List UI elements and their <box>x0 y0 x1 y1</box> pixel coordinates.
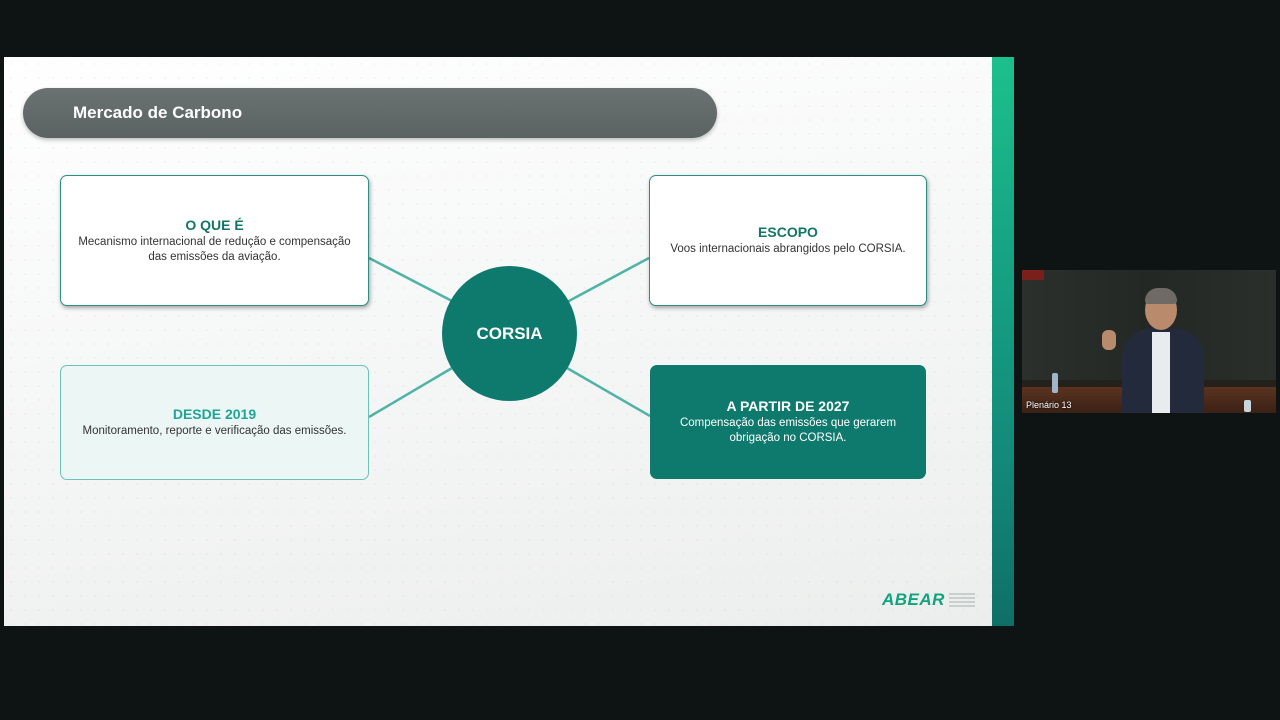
box-escopo-heading: ESCOPO <box>758 224 818 240</box>
connector-partir <box>566 366 651 418</box>
box-o-que-e-heading: O QUE É <box>185 216 244 233</box>
corsia-hub-circle: CORSIA <box>442 266 577 401</box>
presentation-slide: Mercado de Carbono O QUE É Mecanismo int… <box>4 57 1014 626</box>
box-o-que-e-text: Mecanismo internacional de redução e com… <box>78 235 351 263</box>
speaker-shirt <box>1152 332 1170 413</box>
box-a-partir-de-2027: A PARTIR DE 2027 Compensação das emissõe… <box>650 365 926 479</box>
box-a-partir-de-2027-heading: A PARTIR DE 2027 <box>726 398 850 414</box>
webcam-location-label: Plenário 13 <box>1026 400 1072 410</box>
webcam-red-panel <box>1022 270 1044 280</box>
abear-logo-mark: ABEAR <box>882 590 945 609</box>
connector-oque <box>368 256 453 303</box>
speaker-hand <box>1102 330 1116 350</box>
box-escopo: ESCOPO Voos internacionais abrangidos pe… <box>649 175 927 306</box>
hub-connectors <box>368 256 651 419</box>
webcam-bottle <box>1244 400 1251 412</box>
box-escopo-text: Voos internacionais abrangidos pelo CORS… <box>670 243 906 255</box>
box-desde-2019-heading: DESDE 2019 <box>172 406 257 422</box>
slide-accent-stripe <box>992 57 1014 626</box>
webcam-bottle <box>1052 373 1058 393</box>
abear-logo: ABEAR <box>882 590 975 610</box>
slide-title-bar: Mercado de Carbono <box>23 88 717 138</box>
corsia-hub-label: CORSIA <box>476 323 543 343</box>
connector-desde <box>368 366 453 419</box>
abear-logo-tagline <box>948 593 975 607</box>
box-desde-2019-text: Monitoramento, reporte e verificação das… <box>82 425 347 437</box>
box-desde-2019: DESDE 2019 Monitoramento, reporte e veri… <box>60 365 369 480</box>
slide-title: Mercado de Carbono <box>73 103 243 122</box>
connector-escopo <box>566 256 650 304</box>
box-o-que-e: O QUE É Mecanismo internacional de reduç… <box>60 175 369 306</box>
speaker-webcam-inset: Plenário 13 <box>1022 270 1276 413</box>
speaker-hair <box>1145 288 1177 304</box>
box-a-partir-de-2027-text: Compensação das emissões que gerarem obr… <box>679 417 897 444</box>
